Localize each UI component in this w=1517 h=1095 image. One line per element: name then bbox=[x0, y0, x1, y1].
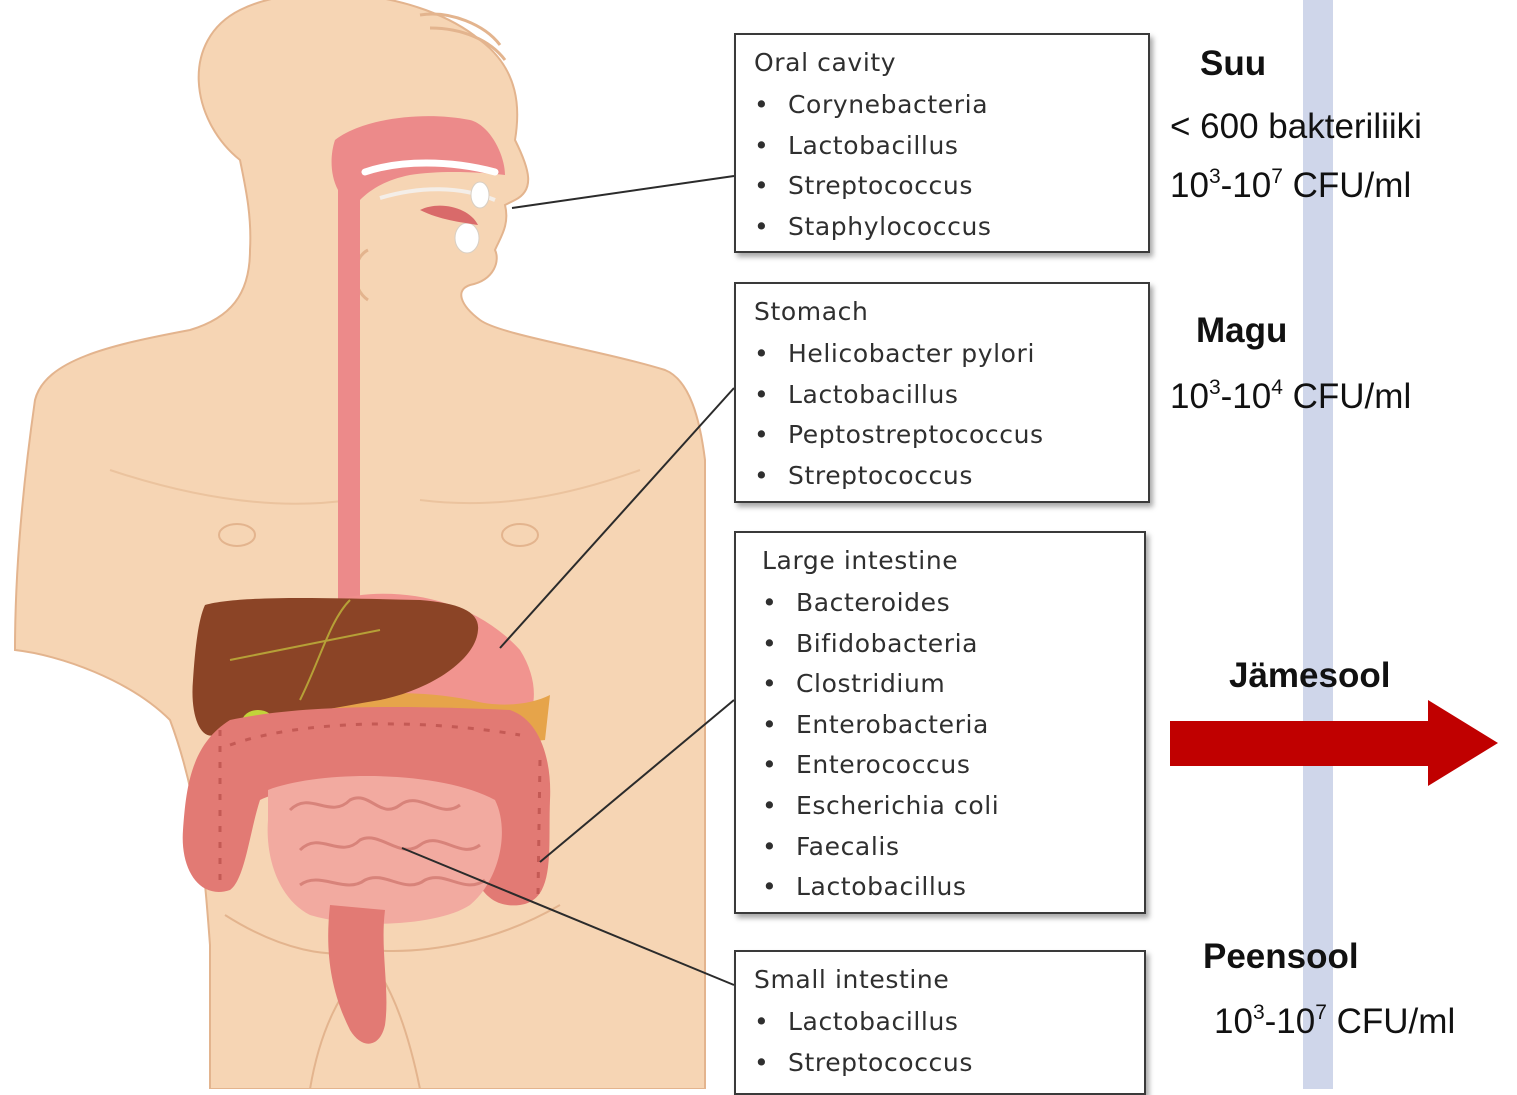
bacteria-name: Lactobacillus bbox=[788, 380, 959, 409]
list-item: •Streptococcus bbox=[754, 166, 1130, 207]
bullet-icon: • bbox=[762, 705, 796, 745]
bullet-icon: • bbox=[754, 126, 788, 166]
bullet-icon: • bbox=[754, 1002, 788, 1042]
bacteria-name: Enterobacteria bbox=[796, 710, 989, 739]
count-unit: CFU/ml bbox=[1283, 166, 1411, 205]
list-item: •Faecalis bbox=[762, 827, 1126, 868]
label-suu: Suu bbox=[1200, 44, 1266, 84]
count-exponent: 7 bbox=[1271, 165, 1283, 188]
list-item: •Escherichia coli bbox=[762, 786, 1126, 827]
bacteria-name: Lactobacillus bbox=[788, 1007, 959, 1036]
count-exponent: 3 bbox=[1253, 1001, 1265, 1024]
bacteria-name: Clostridium bbox=[796, 669, 945, 698]
bacteria-name: Lactobacillus bbox=[788, 131, 959, 160]
callout-title: Small intestine bbox=[754, 962, 1126, 1002]
bacteria-name: Faecalis bbox=[796, 832, 900, 861]
callout-large-intestine: Large intestine •Bacteroides •Bifidobact… bbox=[734, 531, 1146, 914]
list-item: •Lactobacillus bbox=[762, 867, 1126, 908]
bullet-icon: • bbox=[754, 207, 788, 247]
bullet-icon: • bbox=[754, 415, 788, 455]
label-magu: Magu bbox=[1196, 311, 1287, 351]
bacteria-list: •Bacteroides •Bifidobacteria •Clostridiu… bbox=[762, 583, 1126, 908]
count-base: 10 bbox=[1276, 1002, 1315, 1041]
bacteria-name: Lactobacillus bbox=[796, 872, 967, 901]
list-item: •Bacteroides bbox=[762, 583, 1126, 624]
list-item: •Enterococcus bbox=[762, 745, 1126, 786]
bullet-icon: • bbox=[754, 334, 788, 374]
callout-small-intestine: Small intestine •Lactobacillus •Streptoc… bbox=[734, 950, 1146, 1095]
count-exponent: 4 bbox=[1271, 376, 1283, 399]
list-item: •Lactobacillus bbox=[754, 375, 1130, 416]
bacteria-name: Streptococcus bbox=[788, 171, 973, 200]
count-exponent: 3 bbox=[1209, 165, 1221, 188]
list-item: •Enterobacteria bbox=[762, 705, 1126, 746]
count-unit: CFU/ml bbox=[1327, 1002, 1455, 1041]
arrow-icon bbox=[1168, 700, 1508, 790]
list-item: •Bifidobacteria bbox=[762, 624, 1126, 665]
list-item: •Clostridium bbox=[762, 664, 1126, 705]
leader-line-small-intestine bbox=[402, 848, 734, 985]
count-separator: - bbox=[1221, 166, 1233, 205]
bacteria-list: •Lactobacillus •Streptococcus bbox=[754, 1002, 1126, 1083]
bacteria-name: Escherichia coli bbox=[796, 791, 999, 820]
bullet-icon: • bbox=[754, 1043, 788, 1083]
bullet-icon: • bbox=[762, 583, 796, 623]
bullet-icon: • bbox=[762, 867, 796, 907]
bacteria-name: Bifidobacteria bbox=[796, 629, 978, 658]
callout-title: Stomach bbox=[754, 294, 1130, 334]
list-item: •Staphylococcus bbox=[754, 207, 1130, 248]
callout-title: Oral cavity bbox=[754, 45, 1130, 85]
count-base: 10 bbox=[1232, 166, 1271, 205]
callout-oral-cavity: Oral cavity •Corynebacteria •Lactobacill… bbox=[734, 33, 1150, 253]
leader-line-oral-cavity bbox=[512, 176, 734, 208]
list-item: •Streptococcus bbox=[754, 1043, 1126, 1084]
count-base: 10 bbox=[1232, 377, 1271, 416]
count-base: 10 bbox=[1170, 377, 1209, 416]
bullet-icon: • bbox=[762, 827, 796, 867]
leader-line-stomach bbox=[500, 388, 734, 648]
bacteria-name: Enterococcus bbox=[796, 750, 970, 779]
count-unit: CFU/ml bbox=[1283, 377, 1411, 416]
bullet-icon: • bbox=[754, 166, 788, 206]
bullet-icon: • bbox=[754, 456, 788, 496]
bacteria-name: Corynebacteria bbox=[788, 90, 988, 119]
count-base: 10 bbox=[1170, 166, 1209, 205]
callout-stomach: Stomach •Helicobacter pylori •Lactobacil… bbox=[734, 282, 1150, 503]
count-exponent: 7 bbox=[1315, 1001, 1327, 1024]
list-item: •Streptococcus bbox=[754, 456, 1130, 497]
bacteria-name: Peptostreptococcus bbox=[788, 420, 1044, 449]
callout-title: Large intestine bbox=[762, 543, 1126, 583]
bullet-icon: • bbox=[754, 85, 788, 125]
bacteria-name: Staphylococcus bbox=[788, 212, 992, 241]
label-suu-species: < 600 bakteriliiki bbox=[1170, 107, 1422, 147]
bacteria-list: •Helicobacter pylori •Lactobacillus •Pep… bbox=[754, 334, 1130, 496]
label-peensool: Peensool bbox=[1203, 937, 1359, 977]
label-jamesool: Jämesool bbox=[1229, 656, 1390, 696]
list-item: •Lactobacillus bbox=[754, 126, 1130, 167]
list-item: •Lactobacillus bbox=[754, 1002, 1126, 1043]
bullet-icon: • bbox=[762, 664, 796, 704]
leader-line-large-intestine bbox=[540, 700, 734, 862]
label-magu-cfu: 103-104 CFU/ml bbox=[1170, 377, 1411, 417]
bullet-icon: • bbox=[762, 745, 796, 785]
bacteria-name: Streptococcus bbox=[788, 461, 973, 490]
bacteria-name: Helicobacter pylori bbox=[788, 339, 1035, 368]
label-peensool-cfu: 103-107 CFU/ml bbox=[1214, 1002, 1455, 1042]
bacteria-name: Streptococcus bbox=[788, 1048, 973, 1077]
count-exponent: 3 bbox=[1209, 376, 1221, 399]
count-separator: - bbox=[1265, 1002, 1277, 1041]
bacteria-name: Bacteroides bbox=[796, 588, 950, 617]
list-item: •Peptostreptococcus bbox=[754, 415, 1130, 456]
bullet-icon: • bbox=[754, 375, 788, 415]
label-suu-cfu: 103-107 CFU/ml bbox=[1170, 166, 1411, 206]
list-item: •Helicobacter pylori bbox=[754, 334, 1130, 375]
count-separator: - bbox=[1221, 377, 1233, 416]
bullet-icon: • bbox=[762, 624, 796, 664]
list-item: •Corynebacteria bbox=[754, 85, 1130, 126]
bullet-icon: • bbox=[762, 786, 796, 826]
count-base: 10 bbox=[1214, 1002, 1253, 1041]
bacteria-list: •Corynebacteria •Lactobacillus •Streptoc… bbox=[754, 85, 1130, 247]
